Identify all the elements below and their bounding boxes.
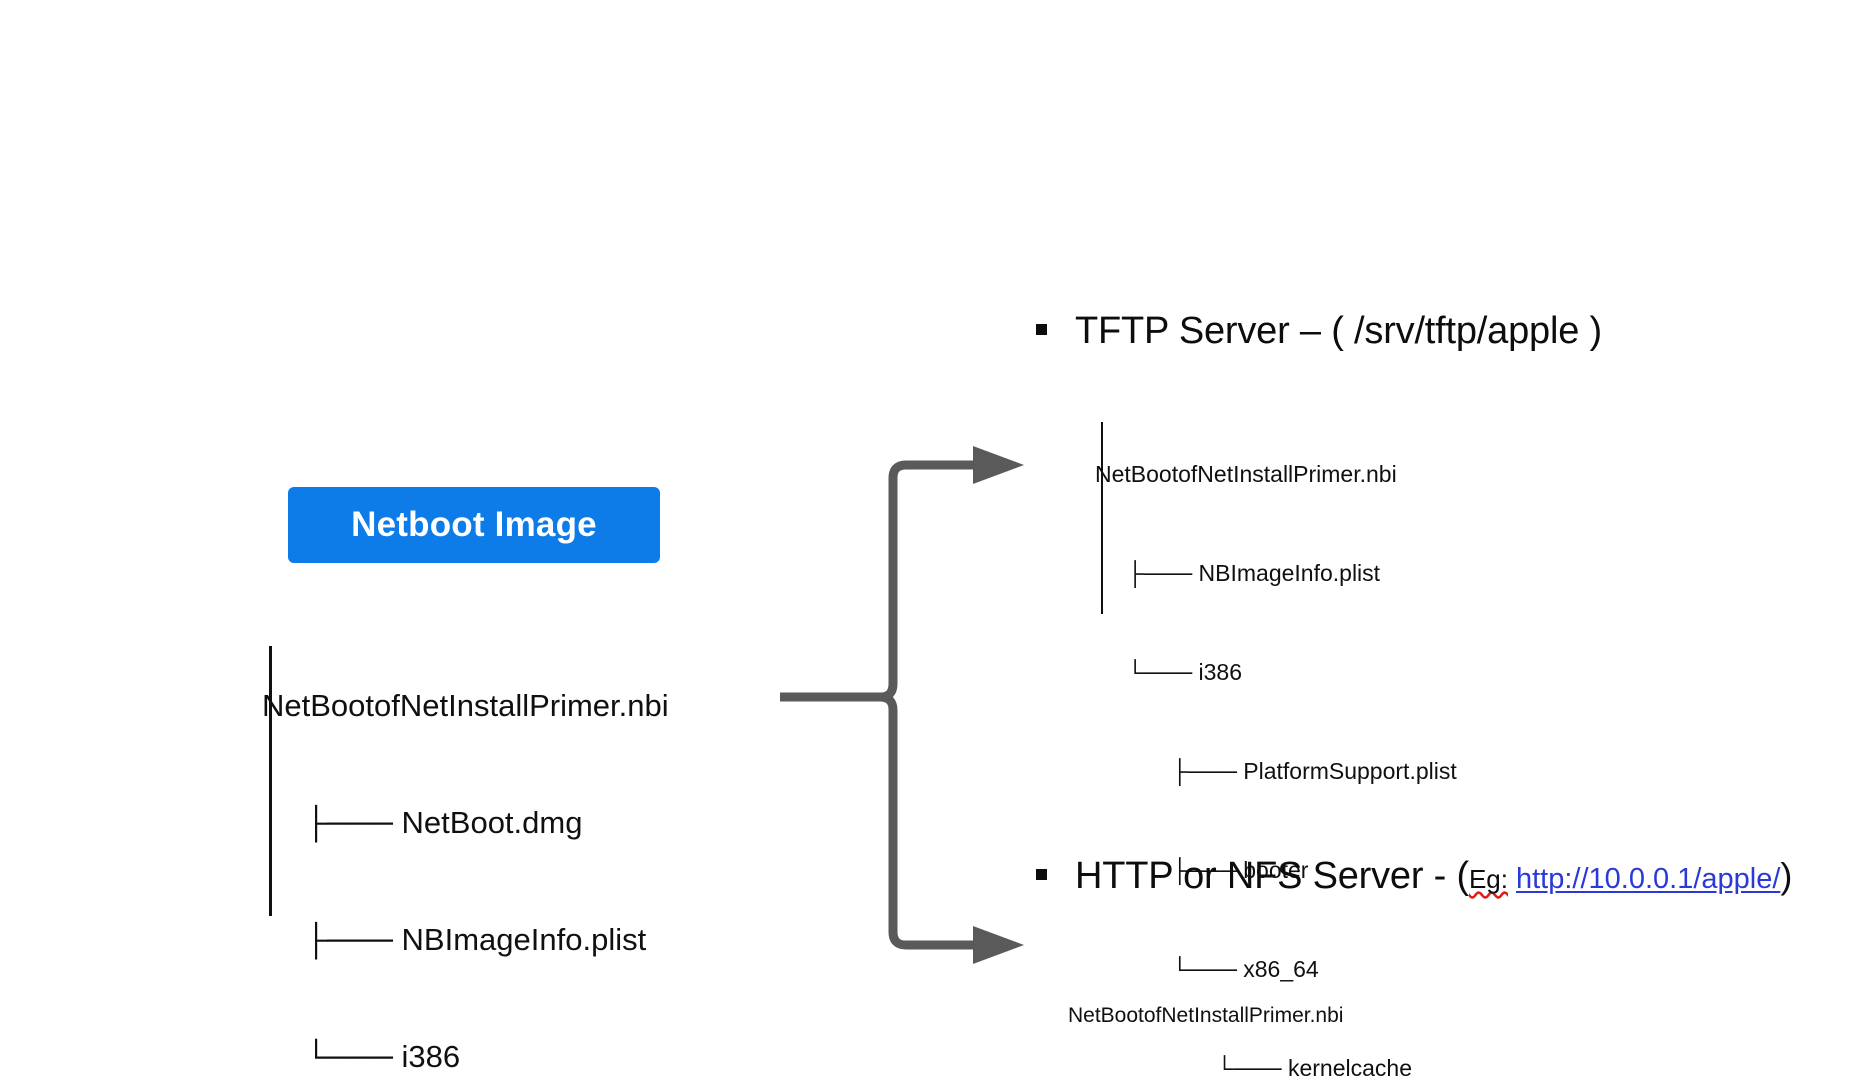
tree-row: └─── i386 — [1095, 659, 1243, 685]
http-file-tree: NetBootofNetInstallPrimer.nbi ├─── NetBo… — [1068, 938, 1343, 1087]
tree-row: └─── kernelcache — [1095, 1055, 1413, 1081]
tree-row: ├─── booter — [1095, 857, 1309, 883]
tftp-server-heading: TFTP Server – ( /srv/tftp/apple ) — [1036, 310, 1602, 353]
source-tree-trunk-line — [269, 646, 272, 916]
tftp-server-heading-text: TFTP Server – ( /srv/tftp/apple ) — [1075, 310, 1602, 352]
example-url-link[interactable]: http://10.0.0.1/apple/ — [1515, 863, 1781, 895]
source-file-tree: NetBootofNetInstallPrimer.nbi ├─── NetBo… — [262, 608, 750, 1087]
tree-row: ├─── NBImageInfo.plist — [1095, 560, 1381, 586]
example-label: Eg: — [1468, 864, 1508, 894]
http-nfs-server-heading-text: HTTP or NFS Server - ( — [1075, 855, 1469, 897]
tree-row: └─── i386 — [262, 1039, 461, 1074]
http-nfs-server-heading: HTTP or NFS Server - ( Eg: http://10.0.0… — [1036, 855, 1792, 898]
arrowhead-to-http — [973, 926, 1024, 964]
arrowhead-to-tftp — [973, 446, 1024, 484]
connector-upper-branch — [780, 460, 975, 702]
tree-row: NetBootofNetInstallPrimer.nbi — [1068, 1004, 1344, 1027]
tftp-tree-trunk-line — [1101, 422, 1103, 614]
tree-row: └─── x86_64 — [1095, 956, 1319, 982]
tree-row: NetBootofNetInstallPrimer.nbi — [1095, 461, 1397, 487]
netboot-image-box[interactable]: Netboot Image — [288, 487, 660, 563]
netboot-image-label: Netboot Image — [351, 505, 597, 544]
tftp-file-tree: NetBootofNetInstallPrimer.nbi ├─── NBIma… — [1095, 392, 1457, 1087]
tree-row: ├─── PlatformSupport.plist — [1095, 758, 1457, 784]
connector-lower-branch — [780, 692, 975, 950]
tree-row: NetBootofNetInstallPrimer.nbi — [262, 688, 669, 723]
http-heading-suffix: ) — [1780, 855, 1793, 896]
fork-arrow-connector — [780, 440, 1040, 970]
tree-row: ├─── NetBoot.dmg — [262, 805, 583, 840]
square-bullet-icon — [1036, 324, 1047, 335]
tree-row: ├─── NBImageInfo.plist — [262, 922, 647, 957]
fork-arrow-svg — [780, 446, 1024, 964]
square-bullet-icon — [1036, 869, 1047, 880]
